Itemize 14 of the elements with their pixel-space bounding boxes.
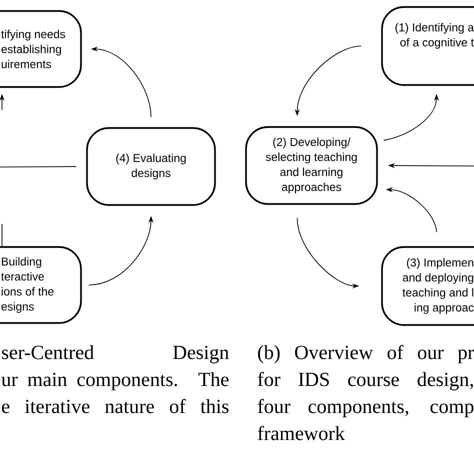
caption-line: four components, comp <box>258 398 474 418</box>
process-box: (4) Evaluating designs <box>86 127 216 206</box>
caption-line: for IDS course design, <box>258 372 473 390</box>
connector-line <box>0 166 77 168</box>
process-box: (2) Developing/ selecting teaching and learning approaches <box>245 126 378 205</box>
process-box: Building teractive ions of the esigns <box>0 246 82 324</box>
caption-line: e iterative nature of this <box>2 398 228 414</box>
process-box: (3) Implemen and deploying teaching and l ing approac <box>381 246 474 326</box>
process-box: (1) Identifying a of a cognitive t <box>381 6 474 86</box>
process-box: tifying needs establishing uirements <box>0 10 82 88</box>
caption-line: framework <box>258 426 345 440</box>
caption-line: ur main components. The <box>1 372 229 390</box>
caption-line: ser-Centred Design <box>2 345 229 364</box>
caption-line: (b) Overview of our pr <box>258 344 474 364</box>
